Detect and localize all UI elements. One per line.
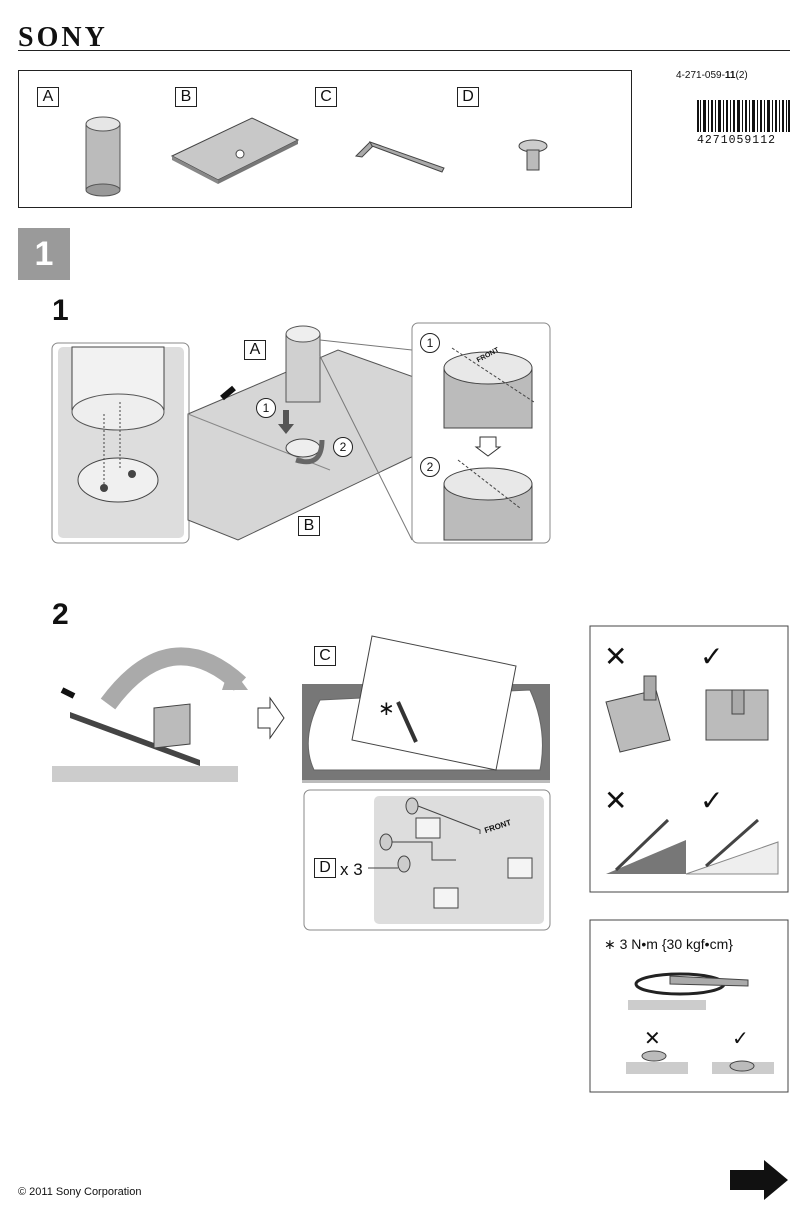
- step1-main-assembly: [187, 325, 423, 541]
- step1-detail-substep-1: 1: [420, 333, 440, 353]
- step1-callout-b: B: [298, 516, 320, 536]
- step2-callout-c: C: [314, 646, 336, 666]
- step2-tv-on-cushion: [302, 635, 550, 783]
- right-mark-2: ✓: [700, 785, 724, 816]
- part-label-d: D: [457, 87, 479, 107]
- header-rule: [18, 50, 790, 51]
- wrong-mark-2: ✕: [604, 785, 628, 816]
- docno-prefix: 4-271-059-: [676, 70, 725, 81]
- part-a-pillar-illustration: [85, 116, 121, 197]
- part-c-hex-key-illustration: [354, 141, 445, 173]
- part-label-b: B: [175, 87, 197, 107]
- barcode: [697, 100, 790, 132]
- wrong-mark-1: ✕: [604, 641, 628, 672]
- step-2-number: 2: [52, 598, 69, 631]
- part-label-c: C: [315, 87, 337, 107]
- part-b-plate-illustration: [170, 117, 300, 184]
- screw-count: x 3: [340, 860, 363, 879]
- step1-substep-1: 1: [256, 398, 276, 418]
- step2-next-arrow: [257, 696, 285, 740]
- docno-bold: 11: [724, 70, 736, 81]
- right-dos-donts-panel: [589, 625, 789, 893]
- step2-callout-d: D: [314, 858, 336, 878]
- parts-box: A B C D: [18, 70, 632, 208]
- right-mark-1: ✓: [700, 641, 724, 672]
- docno-suffix: (2): [735, 70, 748, 81]
- torque-panel: [589, 919, 789, 1093]
- step1-detail-substep-2: 2: [420, 457, 440, 477]
- part-label-a: A: [37, 87, 59, 107]
- step2-flip-illustration: [52, 647, 248, 782]
- torque-right-mark: ✓: [732, 1028, 749, 1050]
- next-page-arrow: [730, 1160, 788, 1200]
- step1-left-detail: [51, 342, 190, 544]
- copyright: © 2011 Sony Corporation: [18, 1186, 142, 1198]
- torque-wrong-mark: ✕: [644, 1028, 661, 1050]
- part-d-screw-illustration: [518, 139, 548, 171]
- document-number: 4-271-059-11(2): [676, 70, 748, 81]
- step-1-number: 1: [52, 294, 69, 327]
- step2-screw-detail: [303, 789, 551, 931]
- step1-substep-2: 2: [333, 437, 353, 457]
- brand-logo: SONY: [18, 22, 108, 53]
- section-number: 1: [18, 228, 70, 280]
- step1-right-detail: [411, 322, 551, 544]
- barcode-number: 4271059112: [697, 134, 777, 147]
- step2-asterisk: ∗: [378, 698, 395, 720]
- step1-callout-a: A: [244, 340, 266, 360]
- torque-spec: ∗ 3 N•m {30 kgf•cm}: [604, 936, 733, 952]
